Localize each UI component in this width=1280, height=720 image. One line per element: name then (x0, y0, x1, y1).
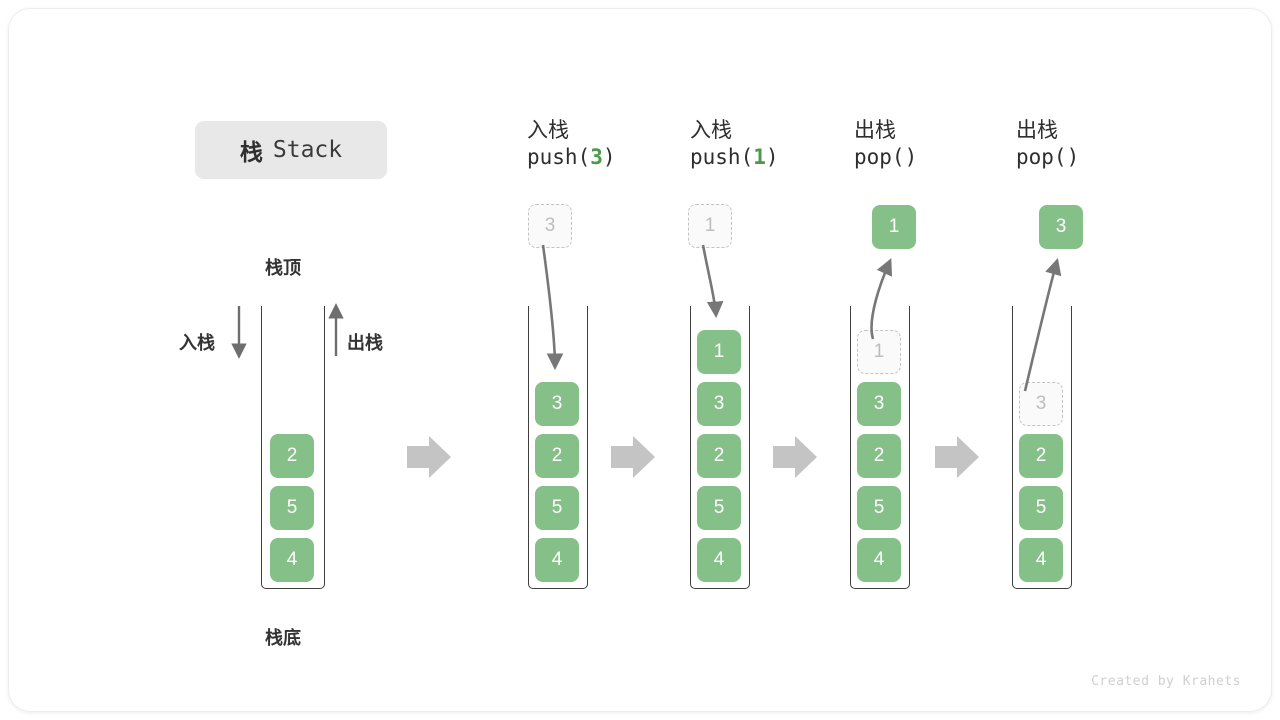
stack-cell: 3 (857, 382, 901, 426)
label-stack-bottom: 栈底 (265, 628, 301, 648)
stack-cell: 4 (697, 538, 741, 582)
stack-cell: 4 (1019, 538, 1063, 582)
stack-cell: 3 (697, 382, 741, 426)
stack-container-pop-2 (1012, 306, 1072, 589)
floating-cell-push-3: 3 (528, 204, 572, 248)
push-1-arrow (701, 244, 724, 319)
stack-cell: 2 (1019, 434, 1063, 478)
floating-cell-push-1: 1 (688, 204, 732, 248)
stack-container-push-1 (690, 306, 750, 589)
stage-separator-arrow (935, 436, 979, 478)
label-push-left: 入栈 (179, 333, 215, 353)
stack-cell: 5 (535, 486, 579, 530)
stack-cell: 3 (535, 382, 579, 426)
stage-separator-arrow (407, 436, 451, 478)
stage-separator-arrow (773, 436, 817, 478)
footer-credit: Created by Krahets (1091, 674, 1241, 689)
stack-cell: 5 (857, 486, 901, 530)
stack-cell: 1 (857, 330, 901, 374)
title-en: Stack (272, 137, 343, 163)
stage-header-cn: 入栈 (527, 119, 569, 142)
arrows-overlay (231, 244, 1062, 478)
stack-container-pop-1 (850, 306, 910, 589)
stage-header-arg: 3 (590, 145, 603, 170)
stack-cell: 1 (697, 330, 741, 374)
label-stack-top: 栈顶 (265, 258, 301, 278)
stack-cell: 4 (857, 538, 901, 582)
stack-cell: 4 (535, 538, 579, 582)
stack-cell: 5 (697, 486, 741, 530)
stage-header-push-1: 入栈 push(1) (690, 117, 779, 172)
stack-cell: 5 (1019, 486, 1063, 530)
stage-header-arg: 1 (753, 145, 766, 170)
stack-cell: 2 (697, 434, 741, 478)
stage-header-code: pop() (1016, 145, 1080, 170)
stack-cell: 3 (1019, 382, 1063, 426)
title-badge: 栈 Stack (195, 121, 387, 179)
stack-cell: 4 (270, 538, 314, 582)
stage-header-cn: 出栈 (854, 119, 896, 142)
stack-cell: 2 (535, 434, 579, 478)
stage-header-cn: 出栈 (1016, 119, 1058, 142)
stage-header-pop-2: 出栈 pop() (1016, 117, 1079, 172)
popped-cell-1: 1 (872, 205, 916, 249)
stage-header-pop-1: 出栈 pop() (854, 117, 917, 172)
stack-container-push-3 (528, 306, 588, 589)
diagram-card: 栈 Stack 栈顶 栈底 入栈 出栈 2 5 4 入栈 push(3) 3 3… (8, 8, 1272, 712)
stage-header-code: push(1) (690, 145, 779, 170)
stack-cell: 5 (270, 486, 314, 530)
stack-container-initial (261, 306, 325, 589)
title-cn: 栈 (239, 139, 264, 165)
stack-cell: 2 (270, 434, 314, 478)
label-pop-right: 出栈 (347, 333, 383, 353)
stage-separator-arrow (611, 436, 655, 478)
stage-header-code: pop() (854, 145, 918, 170)
popped-cell-2: 3 (1039, 205, 1083, 249)
stack-cell: 2 (857, 434, 901, 478)
stage-header-cn: 入栈 (690, 119, 732, 142)
stage-header-push-3: 入栈 push(3) (527, 117, 616, 172)
stage-header-code: push(3) (527, 145, 616, 170)
